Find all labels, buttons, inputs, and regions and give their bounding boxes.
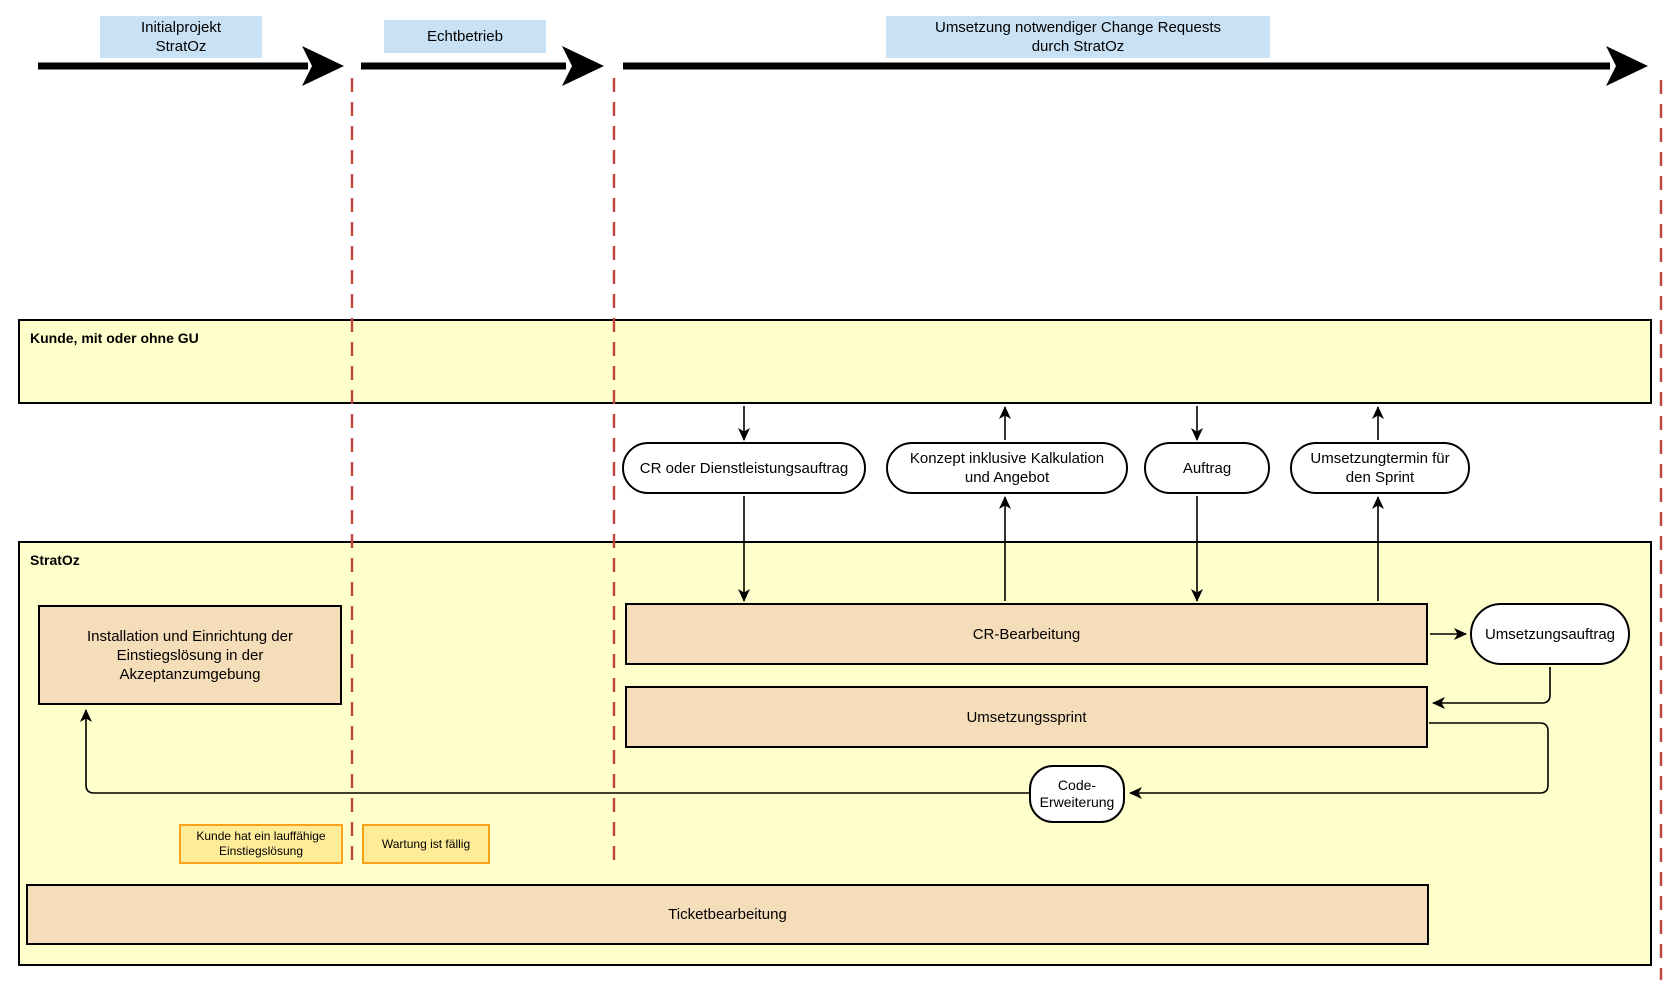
task-installation: Installation und Einrichtung der Einstie… [38, 605, 342, 705]
lane-customer: Kunde, mit oder ohne GU [18, 319, 1652, 404]
task-cr-bearbeitung: CR-Bearbeitung [625, 603, 1428, 665]
event-kunde-einstiegsloesung: Kunde hat ein lauffähige Einstiegslösung [179, 824, 343, 864]
task-ticketbearbeitung: Ticketbearbeitung [26, 884, 1429, 945]
phase-label-echtbetrieb: Echtbetrieb [384, 20, 546, 53]
artifact-auftrag: Auftrag [1144, 442, 1270, 494]
artifact-konzept-kalkulation-angebot: Konzept inklusive Kalkulation und Angebo… [886, 442, 1128, 494]
phase-label-change-requests: Umsetzung notwendiger Change Requests du… [886, 16, 1270, 58]
artifact-umsetzungstermin: Umsetzungtermin für den Sprint [1290, 442, 1470, 494]
event-wartung-faellig: Wartung ist fällig [362, 824, 490, 864]
lane-customer-label: Kunde, mit oder ohne GU [30, 330, 199, 346]
phase-label-initialprojekt: Initialprojekt StratOz [100, 16, 262, 58]
task-umsetzungssprint: Umsetzungssprint [625, 686, 1428, 748]
lane-stratoz-label: StratOz [30, 552, 80, 568]
artifact-code-erweiterung: Code- Erweiterung [1029, 765, 1125, 823]
artifact-cr-oder-dienstleistungsauftrag: CR oder Dienstleistungsauftrag [622, 442, 866, 494]
artifact-umsetzungsauftrag: Umsetzungsauftrag [1470, 603, 1630, 665]
